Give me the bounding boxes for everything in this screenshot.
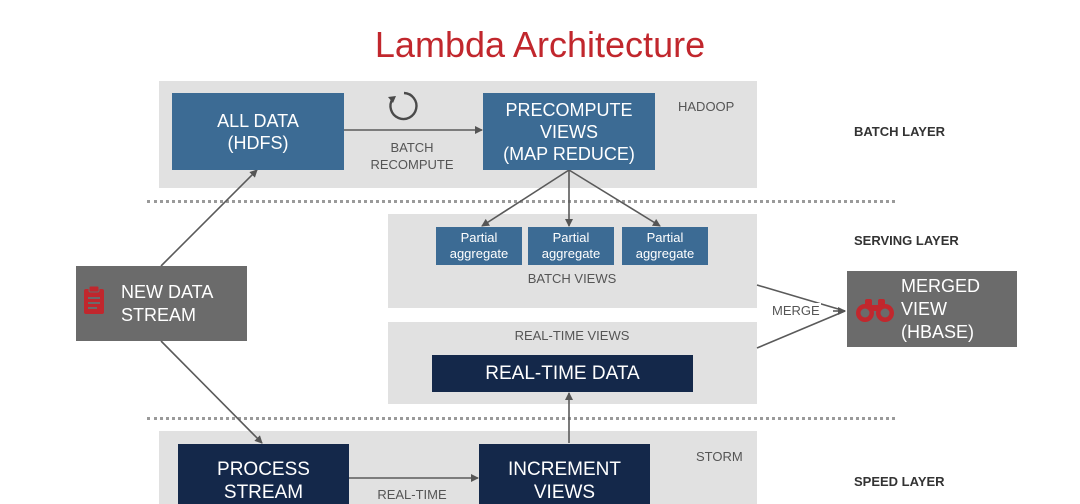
realtime-label: REAL-TIME: [377, 487, 447, 502]
binoculars-icon: [854, 297, 896, 328]
serving-layer-label: SERVING LAYER: [854, 233, 959, 248]
merged-view-label: MERGED VIEW (HBASE): [901, 276, 981, 342]
clipboard-icon: [83, 285, 105, 320]
separator-serving-speed: [147, 417, 895, 420]
arrow-to-partial-1: [481, 169, 570, 227]
refresh-icon: [386, 88, 422, 124]
hadoop-tag: HADOOP: [678, 99, 735, 114]
merge-line-bottom: [756, 310, 846, 349]
batch-recompute-label: BATCH RECOMPUTE: [370, 140, 454, 172]
arrow-to-process-stream: [160, 340, 263, 444]
batch-layer-label: BATCH LAYER: [854, 124, 946, 139]
diagram-title: Lambda Architecture: [374, 24, 706, 65]
partial-aggregate-3: Partial aggregate: [622, 227, 708, 265]
new-data-stream-box: NEW DATA STREAM: [76, 266, 247, 341]
increment-views-box: INCREMENT VIEWS: [479, 444, 650, 504]
batch-views-label: BATCH VIEWS: [527, 271, 617, 286]
merge-label: MERGE: [771, 303, 821, 318]
speed-layer-label: SPEED LAYER: [854, 474, 945, 489]
merge-line-top: [756, 284, 846, 312]
storm-tag: STORM: [696, 449, 743, 464]
realtime-views-label: REAL-TIME VIEWS: [514, 328, 630, 343]
realtime-data-box: REAL-TIME DATA: [432, 355, 693, 392]
partial-aggregate-2: Partial aggregate: [528, 227, 614, 265]
process-stream-box: PROCESS STREAM: [178, 444, 349, 504]
partial-aggregate-1: Partial aggregate: [436, 227, 522, 265]
precompute-views-box: PRECOMPUTE VIEWS (MAP REDUCE): [483, 93, 655, 170]
arrow-to-partial-3: [568, 169, 661, 227]
new-data-stream-label: NEW DATA STREAM: [121, 282, 214, 325]
arrow-to-all-data: [160, 169, 258, 267]
merged-view-box: MERGED VIEW (HBASE): [847, 271, 1017, 347]
all-data-box: ALL DATA (HDFS): [172, 93, 344, 170]
